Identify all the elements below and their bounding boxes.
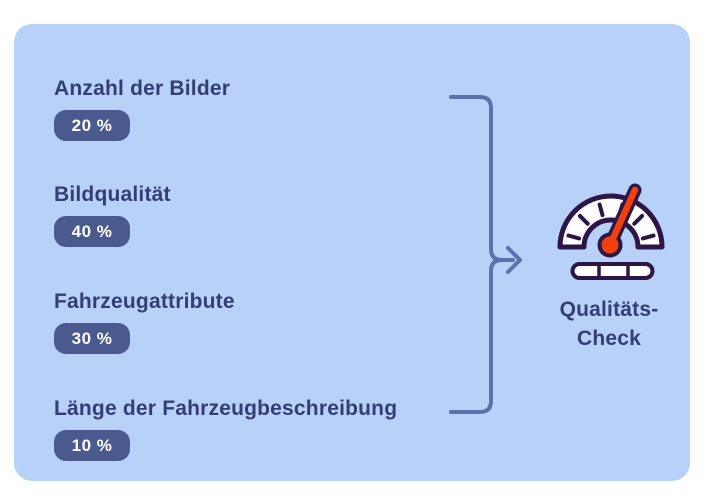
weight-badge: 30 %	[54, 323, 130, 354]
weight-badge: 40 %	[54, 216, 130, 247]
result-label-line1: Qualitäts-	[559, 298, 659, 321]
weight-badge: 10 %	[54, 430, 130, 461]
item-label: Fahrzeugattribute	[54, 290, 235, 313]
brace-arrow-icon	[449, 95, 522, 414]
speedometer-icon	[557, 183, 665, 280]
weight-item-laenge-der-fahrzeugbeschreibung: Länge der Fahrzeugbeschreibung 10 %	[54, 396, 397, 461]
result-label: Qualitäts- Check	[529, 295, 689, 353]
item-label: Bildqualität	[54, 183, 171, 206]
weight-item-fahrzeugattribute: Fahrzeugattribute 30 %	[54, 289, 235, 354]
item-label: Länge der Fahrzeugbeschreibung	[54, 397, 398, 420]
result-label-line2: Check	[576, 327, 642, 350]
weight-item-anzahl-der-bilder: Anzahl der Bilder 20 %	[54, 76, 230, 141]
quality-weights-card: Anzahl der Bilder 20 % Bildqualität 40 %…	[14, 24, 690, 481]
weight-item-bildqualitaet: Bildqualität 40 %	[54, 182, 171, 247]
item-label: Anzahl der Bilder	[54, 77, 231, 100]
weight-badge: 20 %	[54, 110, 130, 141]
